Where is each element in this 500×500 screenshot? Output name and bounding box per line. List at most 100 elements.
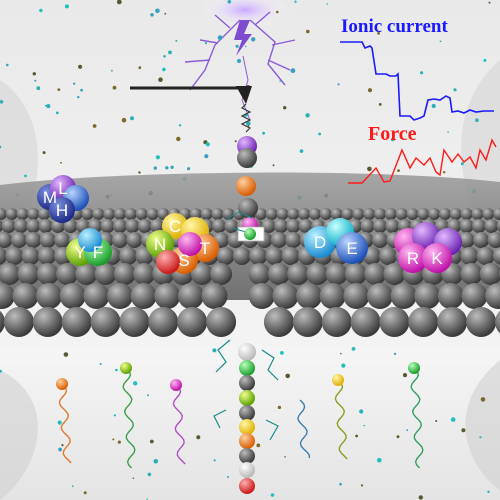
membrane-atom: [298, 208, 311, 220]
membrane-atom: [379, 247, 398, 265]
membrane-atom: [484, 219, 499, 233]
membrane-atom: [439, 208, 451, 220]
letter-y: Y: [74, 243, 85, 262]
letter-c: C: [169, 217, 181, 236]
membrane-atom: [200, 208, 213, 220]
membrane-atom: [112, 232, 128, 248]
membrane-atom: [25, 232, 42, 248]
membrane-atom: [261, 219, 276, 233]
peptide-head: [120, 362, 132, 374]
ion-particle: [39, 8, 43, 13]
membrane-atom: [3, 307, 34, 337]
ion-particle: [212, 348, 217, 353]
membrane-atom: [493, 208, 500, 220]
ionic-current-trace: Ionic current: [340, 16, 494, 121]
membrane-atom: [281, 247, 300, 265]
ion-particle: [360, 484, 364, 487]
membrane-atom: [75, 263, 98, 285]
ion-particle: [213, 459, 216, 462]
membrane-atom: [5, 208, 18, 220]
peptide-head: [332, 374, 344, 386]
letter-f: F: [93, 243, 103, 262]
ion-particle: [36, 86, 41, 91]
ion-particle: [204, 42, 208, 45]
membrane-atom: [212, 219, 226, 233]
ion-particle: [391, 137, 395, 142]
membrane-atom: [292, 307, 323, 337]
ion-particle: [60, 161, 62, 164]
ion-particle: [377, 457, 382, 463]
ionic-current-label: Ionic current: [341, 16, 448, 37]
ion-particle: [227, 0, 232, 4]
ion-particle: [439, 40, 442, 43]
ion-particle: [165, 166, 169, 170]
membrane-atom: [287, 208, 300, 220]
letter-m: M: [43, 188, 57, 207]
ion-particle: [262, 131, 265, 135]
membrane-atom: [472, 219, 486, 233]
membrane-atom: [485, 283, 500, 309]
membrane-atom: [379, 307, 410, 337]
membrane-atom: [272, 283, 299, 309]
ion-particle: [175, 39, 178, 42]
membrane-atom: [1, 219, 16, 233]
amino-acid-group-yf: Y F: [66, 228, 112, 266]
membrane-atom: [56, 263, 78, 285]
membrane-atom: [460, 263, 483, 285]
membrane-atom: [0, 263, 21, 285]
ion-particle: [285, 373, 291, 379]
ion-particle: [155, 155, 160, 160]
peptide-strand: [410, 367, 424, 469]
membrane-atom: [390, 283, 417, 309]
ion-particle: [306, 29, 310, 34]
ion-particle: [57, 88, 61, 91]
ion-particle: [367, 88, 373, 93]
letter-s: S: [178, 251, 189, 270]
background-shadow-lower-right: [465, 360, 500, 490]
membrane-atom: [437, 307, 468, 337]
ion-particle: [77, 95, 80, 99]
membrane-atom: [458, 232, 475, 248]
ion-particle: [283, 106, 287, 110]
ion-particle: [168, 50, 172, 55]
membrane-atom: [321, 307, 352, 337]
membrane-atom: [17, 263, 40, 285]
letter-d: D: [314, 233, 326, 252]
membrane-atom: [254, 208, 267, 220]
ion-particle: [57, 420, 62, 425]
membrane-atom: [306, 263, 329, 285]
membrane-atom: [206, 307, 237, 337]
membrane-atom: [385, 219, 400, 233]
ion-particle: [234, 140, 237, 143]
ion-particle: [277, 405, 282, 410]
ion-particle: [61, 444, 64, 447]
membrane-atom: [119, 307, 150, 337]
peptide-strand: [58, 383, 72, 464]
ion-particle: [24, 174, 27, 178]
ion-particle: [162, 67, 166, 72]
ion-particle: [251, 37, 256, 42]
membrane-atom: [360, 219, 375, 233]
ion-particle: [326, 3, 329, 5]
ion-particle: [488, 1, 491, 4]
ion-particle: [339, 482, 342, 486]
ion-particle: [147, 472, 152, 477]
peptide-head: [408, 362, 420, 374]
ion-particle: [153, 459, 159, 464]
membrane-atom: [83, 283, 110, 309]
ion-particle: [164, 12, 167, 15]
membrane-atom: [39, 232, 56, 248]
ion-particle: [487, 490, 490, 493]
membrane-atom: [63, 219, 78, 233]
ion-particle: [355, 434, 358, 438]
membrane-atom: [54, 232, 71, 248]
letter-n: N: [154, 235, 166, 254]
ion-particle: [150, 13, 154, 17]
membrane-atom: [352, 208, 365, 220]
ion-particle: [6, 63, 9, 67]
ion-particle: [450, 417, 456, 422]
ion-particle: [341, 363, 346, 368]
membrane-atom: [248, 283, 275, 309]
ion-particle: [272, 164, 275, 167]
ion-particle: [363, 424, 366, 427]
